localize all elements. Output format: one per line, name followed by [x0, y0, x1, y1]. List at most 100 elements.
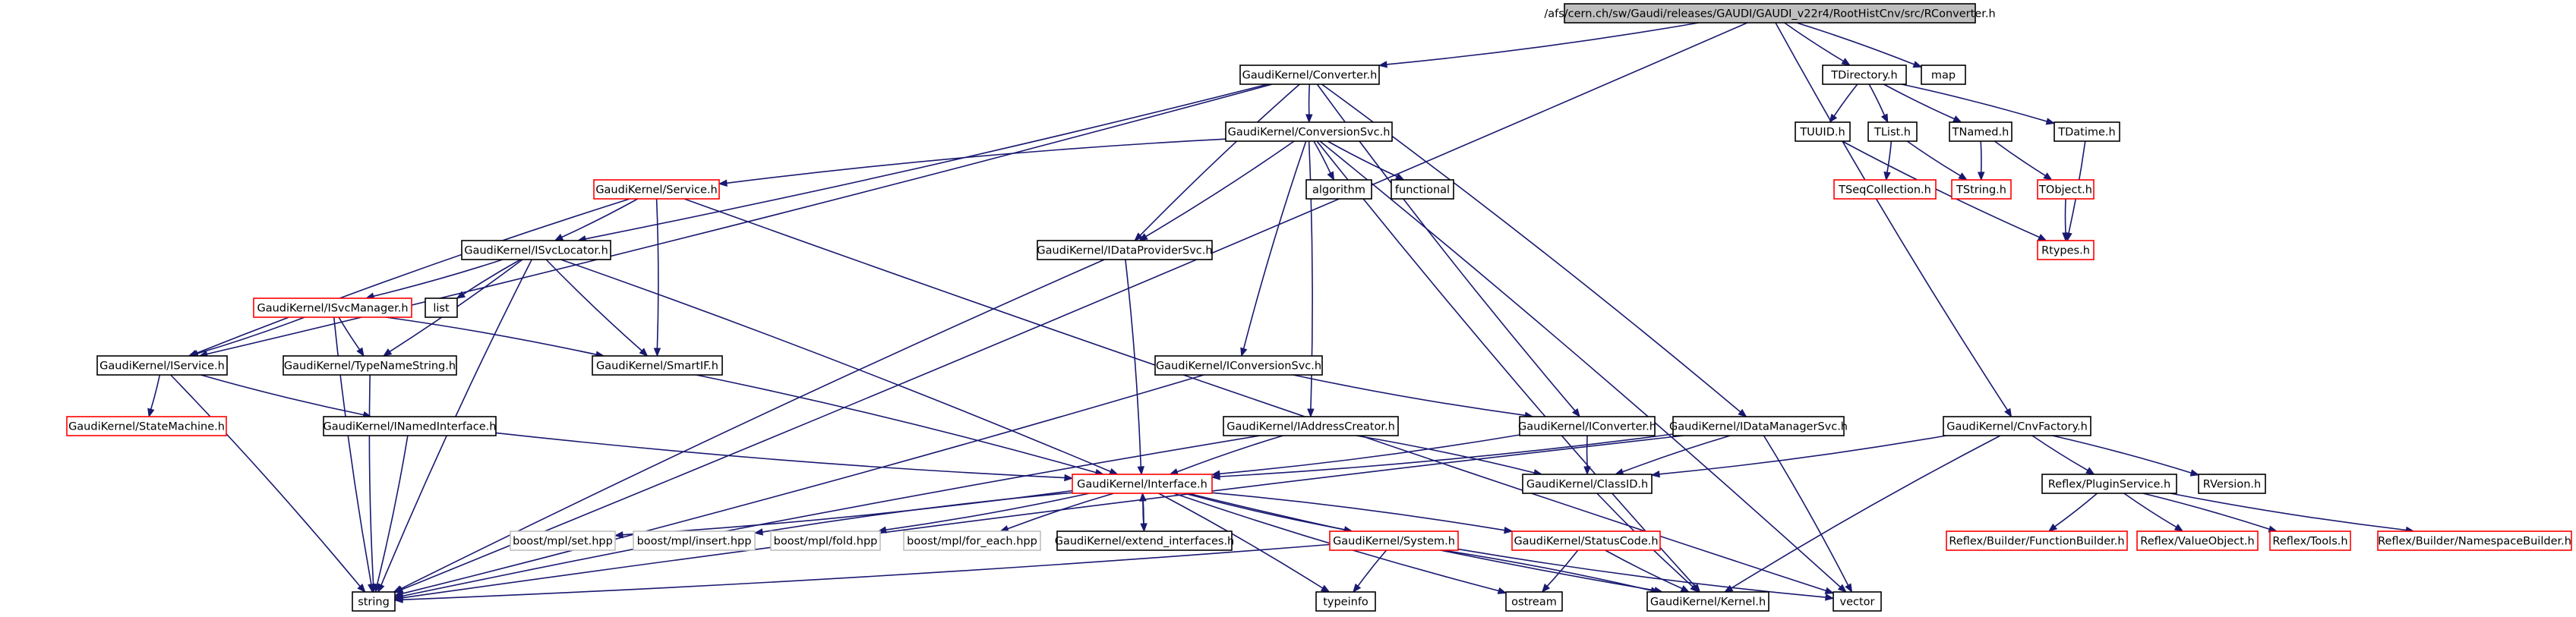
node-rtypes[interactable]: Rtypes.h [2037, 240, 2095, 260]
node-extendinterfaces[interactable]: GaudiKernel/extend_interfaces.h [1055, 530, 1235, 551]
node-label: vector [1840, 597, 1875, 609]
node-functionbuilder[interactable]: Reflex/Builder/FunctionBuilder.h [1946, 530, 2128, 551]
node-box [283, 355, 457, 376]
node-tseqcollection[interactable]: TSeqCollection.h [1833, 179, 1937, 200]
node-isvclocator[interactable]: GaudiKernel/ISvcLocator.h [461, 240, 611, 260]
node-system[interactable]: GaudiKernel/System.h [1329, 530, 1459, 551]
node-vector[interactable]: vector [1833, 591, 1882, 612]
node-box [425, 297, 458, 318]
edge-extendinterfaces-to-interface [1139, 492, 1147, 532]
edge-line [338, 316, 361, 351]
node-iaddresscreator[interactable]: GaudiKernel/IAddressCreator.h [1223, 416, 1399, 436]
node-box [593, 179, 720, 200]
node-string[interactable]: string [352, 591, 396, 612]
edge-line [386, 316, 597, 355]
node-rversion[interactable]: RVersion.h [2198, 474, 2266, 494]
node-label: TNamed.h [1952, 127, 2009, 139]
node-iconversionsvc[interactable]: GaudiKernel/IConversionSvc.h [1154, 355, 1323, 376]
node-idataprovidersvc[interactable]: GaudiKernel/IDataProviderSvc.h [1037, 240, 1213, 260]
node-typeinfo[interactable]: typeinfo [1315, 591, 1376, 612]
edge-arrowhead [2085, 467, 2095, 475]
edge-line [373, 259, 504, 297]
edge-tobject-to-rtypes [2062, 198, 2069, 242]
node-label: Reflex/Builder/FunctionBuilder.h [1949, 536, 2124, 548]
node-conversionsvc[interactable]: GaudiKernel/ConversionSvc.h [1225, 121, 1393, 142]
edge-line [1242, 140, 1307, 349]
node-iconverter[interactable]: GaudiKernel/IConverter.h [1518, 416, 1656, 436]
node-smartif[interactable]: GaudiKernel/SmartIF.h [592, 355, 723, 376]
node-tnamed[interactable]: TNamed.h [1949, 121, 2012, 142]
node-idatamanagersvc[interactable]: GaudiKernel/IDataManagerSvc.h [1669, 416, 1848, 436]
node-mplinsert[interactable]: boost/mpl/insert.hpp [633, 530, 756, 551]
node-mplset[interactable]: boost/mpl/set.hpp [510, 530, 616, 551]
node-typenamestring[interactable]: GaudiKernel/TypeNameString.h [283, 355, 457, 376]
edge-line [1442, 549, 1652, 591]
edge-inamedinterface-to-string [374, 435, 409, 593]
node-label: GaudiKernel/Service.h [595, 184, 717, 197]
node-converter[interactable]: GaudiKernel/Converter.h [1239, 65, 1380, 85]
node-algorithm[interactable]: algorithm [1305, 179, 1372, 200]
node-label: map [1931, 70, 1956, 82]
edge-arrowhead [1583, 466, 1591, 476]
node-tuuid[interactable]: TUUID.h [1795, 121, 1851, 142]
node-interface[interactable]: GaudiKernel/Interface.h [1072, 474, 1213, 494]
edge-arrowhead [2047, 523, 2058, 532]
node-map[interactable]: map [1921, 65, 1966, 85]
edge-arrowhead [1825, 593, 1835, 601]
node-label: TList.h [1874, 127, 1911, 139]
node-label: GaudiKernel/Converter.h [1242, 70, 1378, 82]
node-label: boost/mpl/insert.hpp [637, 536, 752, 548]
edge-line [2142, 493, 2270, 530]
edge-line [1842, 140, 2040, 238]
node-ostream[interactable]: ostream [1505, 591, 1563, 612]
node-namespacebuilder[interactable]: Reflex/Builder/NamespaceBuilder.h [2377, 530, 2572, 551]
node-iservice[interactable]: GaudiKernel/IService.h [96, 355, 228, 376]
node-label: Reflex/PluginService.h [2048, 479, 2170, 491]
edge-conversionsvc-to-service [718, 138, 1226, 187]
node-label: GaudiKernel/System.h [1333, 536, 1455, 548]
node-tdirectory[interactable]: TDirectory.h [1822, 65, 1907, 85]
edge-line [2170, 493, 2407, 531]
node-box [1223, 416, 1399, 436]
node-kernel[interactable]: GaudiKernel/Kernel.h [1646, 591, 1769, 612]
node-classid[interactable]: GaudiKernel/ClassID.h [1522, 474, 1653, 494]
node-box [2037, 240, 2095, 260]
edge-arrowhead [393, 596, 403, 603]
node-statemachine[interactable]: GaudiKernel/StateMachine.h [66, 416, 227, 436]
node-tlist[interactable]: TList.h [1867, 121, 1918, 142]
edge-line [696, 374, 1097, 474]
node-tdatime[interactable]: TDatime.h [2054, 121, 2120, 142]
node-box [1943, 416, 2091, 436]
node-box [2037, 179, 2095, 200]
node-mplfold[interactable]: boost/mpl/fold.hpp [770, 530, 881, 551]
node-inamedinterface[interactable]: GaudiKernel/INamedInterface.h [323, 416, 497, 436]
node-box [1564, 3, 1976, 24]
node-list[interactable]: list [425, 297, 458, 318]
edge-line [1605, 549, 1683, 590]
edge-line [1386, 22, 1700, 65]
node-label: GaudiKernel/INamedInterface.h [324, 421, 497, 433]
edge-line [1775, 22, 2009, 411]
node-statuscode[interactable]: GaudiKernel/StatusCode.h [1511, 530, 1661, 551]
edge-line [1219, 434, 1520, 475]
node-box [1056, 530, 1233, 551]
node-tools[interactable]: Reflex/Tools.h [2269, 530, 2351, 551]
edge-tdirectory-to-tlist [1868, 83, 1889, 124]
edge-line [333, 316, 372, 585]
edge-line [1142, 500, 1145, 532]
node-valueobject[interactable]: Reflex/ValueObject.h [2136, 530, 2259, 551]
node-tobject[interactable]: TObject.h [2037, 179, 2095, 200]
node-box [323, 416, 497, 436]
edge-line [1139, 83, 1300, 236]
edge-pluginservice-to-functionbuilder [2047, 493, 2098, 532]
edge-line [1763, 435, 1849, 586]
node-mplforeach[interactable]: boost/mpl/for_each.hpp [903, 530, 1041, 551]
node-cnvfactory[interactable]: GaudiKernel/CnvFactory.h [1943, 416, 2091, 436]
node-tstring[interactable]: TString.h [1951, 179, 2012, 200]
node-pluginservice[interactable]: Reflex/PluginService.h [2041, 474, 2177, 494]
node-service[interactable]: GaudiKernel/Service.h [593, 179, 720, 200]
edge-line [197, 316, 305, 354]
edge-line [560, 259, 1111, 473]
node-isvcmanager[interactable]: GaudiKernel/ISvcManager.h [253, 297, 412, 318]
node-functional[interactable]: functional [1391, 179, 1454, 200]
